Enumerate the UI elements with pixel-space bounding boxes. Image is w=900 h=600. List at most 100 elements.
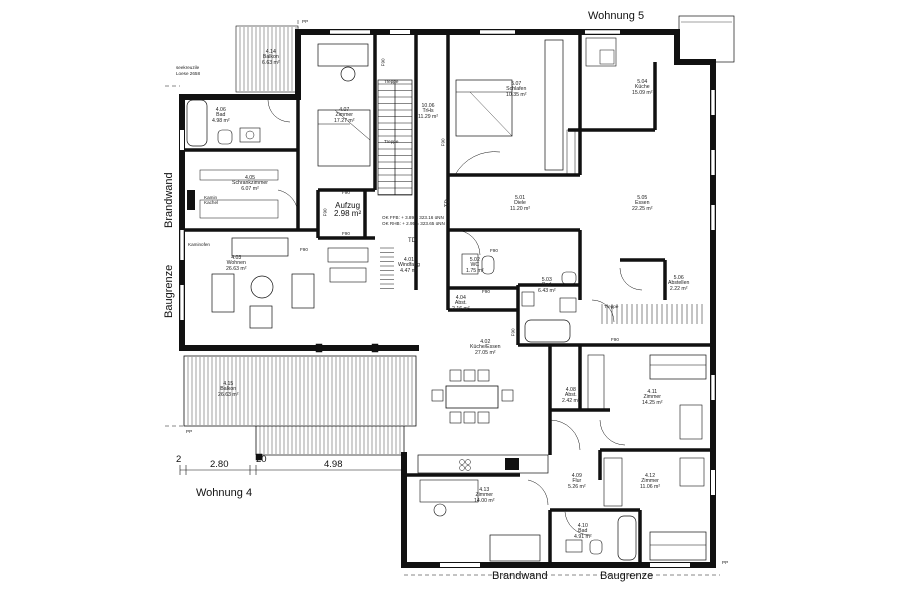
room-area: 10.35 m² <box>506 91 527 98</box>
room-area: 6.07 m² <box>241 185 259 192</box>
room-id: 4.09 <box>571 473 582 479</box>
stairwell <box>377 79 413 196</box>
room-id: 4.08 <box>565 387 576 393</box>
room-area: 27.05 m² <box>475 349 496 356</box>
note-ok-ffb: OK FFB: + 3.89 = 323.16 üNN <box>382 215 444 220</box>
room-area: 14.00 m² <box>474 497 495 504</box>
fire-rating-label: F90 <box>322 208 328 217</box>
label-brandwand-left: Brandwand <box>163 172 175 228</box>
fire-rating-label: F90 <box>510 328 516 337</box>
fire-rating-label: F90 <box>482 289 490 294</box>
room-id: 4.10 <box>577 523 588 529</box>
room-area: 2.16 m² <box>452 305 470 312</box>
room-name: Schlafen <box>506 86 527 93</box>
label-baugrenze-left: Baugrenze <box>163 264 175 318</box>
room-name: Abst. <box>454 300 467 307</box>
room-id: 4.12 <box>644 473 656 479</box>
room-id: 5.02 <box>469 257 480 263</box>
top-balcony <box>235 25 299 93</box>
room-id: 5.06 <box>673 275 684 281</box>
room-name: Diele <box>514 200 526 207</box>
room-name: Schrankzimmer <box>232 180 269 187</box>
room-area: 15.09 m² <box>632 89 653 96</box>
room-id: 4.02 <box>480 339 491 345</box>
room-name: Zimmer <box>643 394 662 401</box>
room-area: 1.75 m² <box>466 267 484 274</box>
note-loese: Loese 2658 <box>176 71 201 76</box>
room-area: 26.63 m² <box>218 391 239 398</box>
stair-label: Treppe <box>384 79 399 84</box>
fire-rating-label: F90 <box>380 58 386 67</box>
dimension-line <box>179 465 405 475</box>
room-area: 6.43 m² <box>538 287 556 294</box>
room-name: Küche <box>634 84 650 91</box>
note-seekreuz: seekreuzile <box>176 65 200 70</box>
room-area: 4.47 m² <box>400 267 418 274</box>
note-pp: PP <box>302 19 309 24</box>
room-id: 4.11 <box>647 389 658 395</box>
room-name: Abstellen <box>668 280 690 287</box>
fire-rating-label: F90 <box>300 247 308 252</box>
room-area: 5.26 m² <box>568 483 586 490</box>
label-brandwand-bottom: Brandwand <box>492 570 548 582</box>
room-id: 5.01 <box>514 195 526 201</box>
room-area: 17.27 m² <box>334 117 355 124</box>
fire-rating-label: F90 <box>490 248 498 253</box>
room-id: 10.06 <box>421 103 435 109</box>
room-name: Abst. <box>564 392 577 399</box>
room-id: 4.13 <box>479 487 490 493</box>
elevator-area: 2.98 m² <box>334 209 362 219</box>
room-name: Balkon <box>220 386 237 393</box>
room-name: Bad <box>578 528 588 535</box>
room-area: 26.63 m² <box>226 265 247 272</box>
note-td: TD <box>444 199 451 208</box>
room-name: Bad <box>542 282 552 289</box>
room-id: 4.07 <box>339 107 350 113</box>
room-name: Wohnen <box>226 260 246 267</box>
heading-wohnung-5: Wohnung 5 <box>588 10 645 22</box>
room-id: 4.03 <box>231 255 242 261</box>
note-td: TD <box>408 238 416 244</box>
room-name: WC <box>470 262 480 269</box>
room-name: Bad <box>216 112 226 119</box>
dimension-label: 4.98 <box>324 459 343 470</box>
kamin-label: Kamin Kachel <box>204 195 219 205</box>
elevator-title: Aufzug <box>335 201 361 210</box>
stair-label: Treppe <box>604 304 619 309</box>
room-area: 4.98 m² <box>212 117 230 124</box>
room-name: Balkon <box>262 54 279 61</box>
room-id: 5.03 <box>541 277 552 283</box>
note-ok-rhb: OK RHB: + 2.95 = 323.65 üNN <box>382 221 445 226</box>
kaminofen-label: Kaminofen <box>188 242 210 247</box>
room-name: Zimmer <box>335 112 354 119</box>
room-id: 5.04 <box>637 79 648 85</box>
dimension-label: 2.80 <box>210 459 229 470</box>
room-area: 4.91 m² <box>574 533 592 540</box>
interior-walls <box>185 35 713 565</box>
note-pp: PP <box>722 560 729 565</box>
room-id: 4.05 <box>244 175 256 181</box>
room-area: 14.25 m² <box>642 399 663 406</box>
fire-rating-label: F90 <box>440 138 446 147</box>
room-area: 2.42 m² <box>562 397 580 404</box>
room-area: 11.20 m² <box>510 205 531 212</box>
